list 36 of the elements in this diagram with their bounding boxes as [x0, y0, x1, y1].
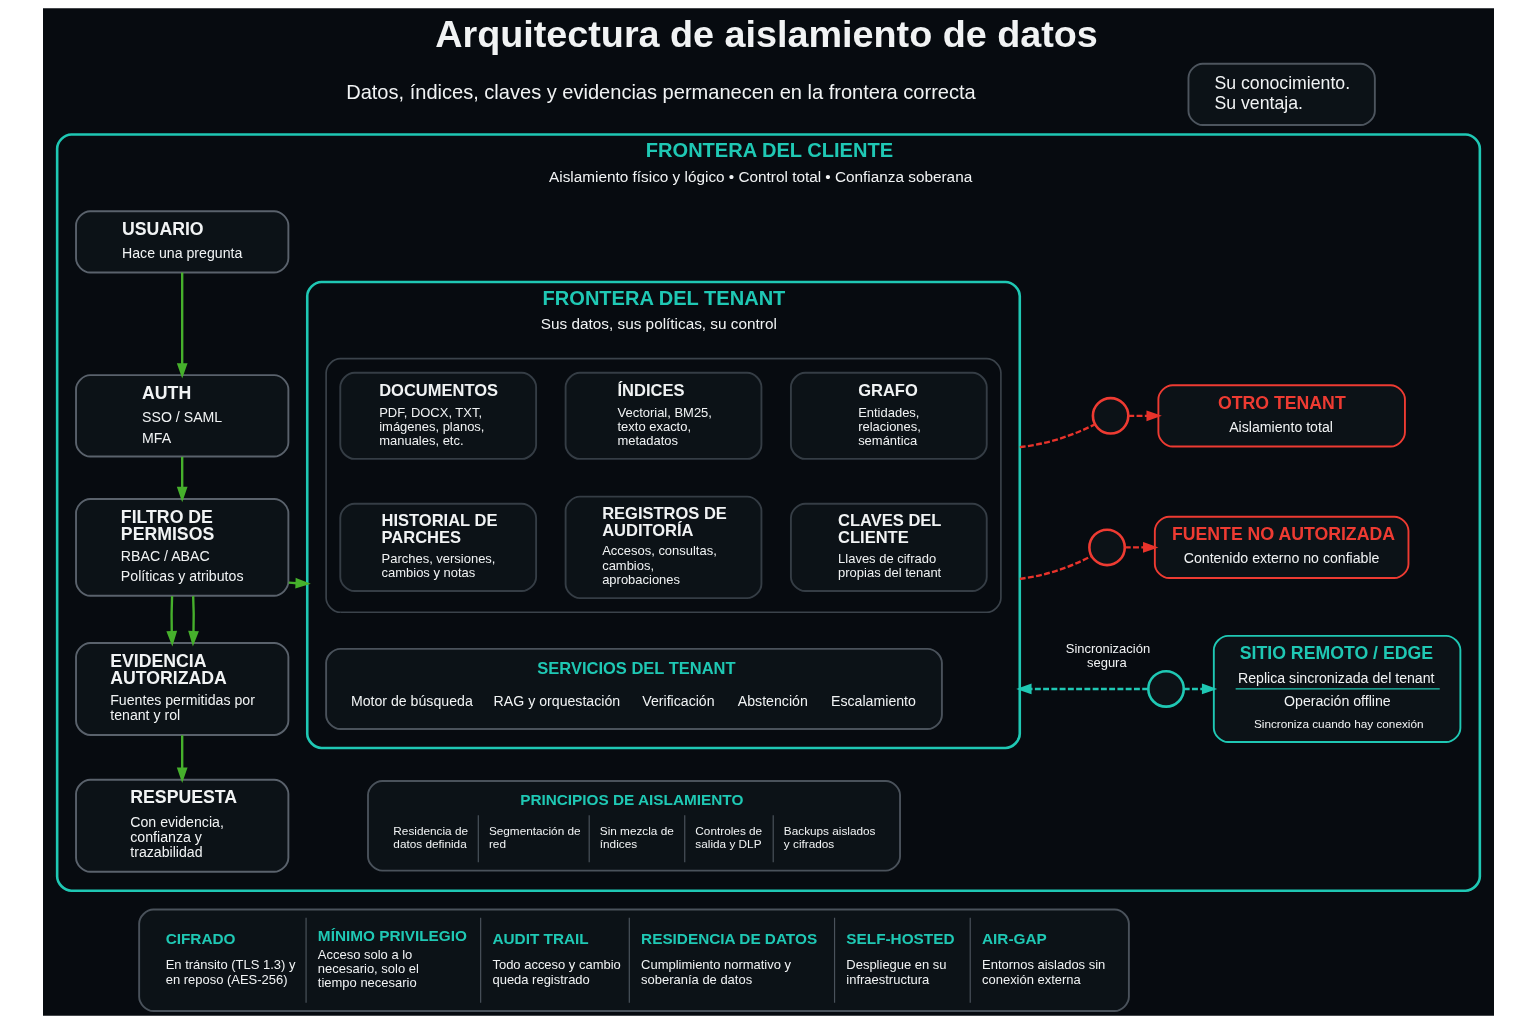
arrow — [165, 596, 177, 647]
arrow — [1183, 683, 1217, 695]
node-box: CIFRADO En tránsito (TLS 1.3) y en reposo (AES-256) MÍNIMO PRIVILEGIO Acceso solo a lo necesario, solo el tiempo necesario AUDIT TRAIL Todo acceso y cambio queda registrado RESIDENCIA DE DATOS Cumplimiento normativo y soberanía de datos SELF-HOSTED Despliegue en su infraestructura AIR-GAP Entornos aislados sin conexión externa — [137, 908, 1130, 1012]
node-box: HISTORIAL DE PARCHES Parches, versiones, cambios y notas — [338, 502, 537, 592]
node-box: Su conocimiento. Su ventaja. — [1187, 62, 1376, 126]
node-box: RESPUESTA Con evidencia, confianza y trazabilidad — [74, 778, 289, 873]
connector — [1019, 423, 1095, 449]
cluster — [324, 357, 1002, 614]
node-box: FUENTE NO AUTORIZADA Contenido externo no confiable — [1153, 515, 1409, 579]
diagram-title: Arquitectura de aislamiento de datos — [434, 12, 1098, 55]
node-box: CLAVES DEL CLIENTE Llaves de cifrado propias del tenant — [789, 502, 988, 592]
arrow — [176, 735, 188, 783]
arrow — [176, 272, 188, 379]
arrow — [1127, 410, 1162, 422]
node-box: SITIO REMOTO / EDGE Replica sincronizada del tenant Operación offline Sincroniza cuando hay conexión — [1212, 634, 1461, 743]
node-box: ÍNDICES Vectorial, BM25, texto exacto, metadatos — [564, 371, 762, 460]
node-box: REGISTROS DE AUDITORÍA Accesos, consultas, cambios, aprobaciones — [564, 495, 762, 600]
node-box: USUARIO Hace una pregunta — [74, 210, 289, 274]
node-box: AUTH SSO / SAML MFA — [74, 374, 289, 458]
node-box: SERVICIOS DEL TENANT Motor de búsqueda RAG y orquestación Verificación Abstención Escalamiento — [324, 647, 943, 730]
node-box: FILTRO DE PERMISOS RBAC / ABAC Políticas y atributos — [74, 498, 289, 597]
connector — [1019, 554, 1092, 580]
node-circle — [1146, 669, 1185, 708]
node-circle — [1087, 528, 1126, 567]
node-box: PRINCIPIOS DE AISLAMIENTO Residencia de datos definida Segmentación de red Sin mezcla de índices Controles de salida y DLP Backups aislados y cifrados — [366, 780, 901, 872]
label: Datos, índices, claves y evidencias permanecen en la frontera correcta — [345, 81, 976, 104]
node-circle — [1091, 396, 1130, 435]
node-label: Sincronización segura — [1065, 641, 1150, 671]
node-box: DOCUMENTOS PDF, DOCX, TXT, imágenes, planos, manuales, etc. — [338, 371, 537, 460]
node-box: GRAFO Entidades, relaciones, semántica — [789, 371, 988, 460]
node-box: OTRO TENANT Aislamiento total — [1156, 384, 1406, 448]
arrow — [1015, 683, 1148, 695]
arrow — [176, 456, 188, 503]
arrow — [187, 596, 199, 647]
arrow — [1124, 542, 1158, 553]
node-box: EVIDENCIA AUTORIZADA Fuentes permitidas por tenant y rol — [74, 642, 289, 736]
